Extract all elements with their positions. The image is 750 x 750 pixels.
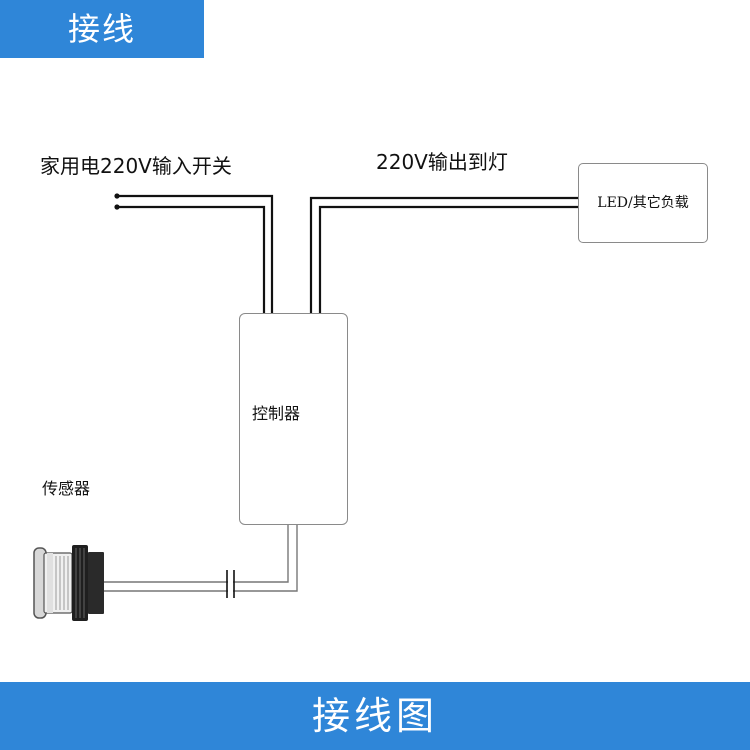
input-label: 家用电220V输入开关 (40, 154, 232, 178)
header-badge: 接线 (0, 0, 204, 58)
sensor-wires (104, 524, 298, 592)
footer-bar: 接线图 (0, 682, 750, 750)
input-wires (117, 194, 274, 318)
load-label: LED/其它负载 (597, 195, 689, 211)
input-terminal-dot (114, 204, 120, 210)
output-label: 220V输出到灯 (376, 150, 508, 174)
sensor-label: 传感器 (42, 479, 91, 498)
connector-mark (226, 570, 235, 598)
controller-box: 控制器 (239, 313, 348, 525)
controller-label: 控制器 (252, 404, 301, 423)
sensor-device-icon (33, 545, 104, 621)
header-title: 接线 (67, 10, 136, 48)
load-box: LED/其它负载 (578, 163, 708, 243)
output-wires (309, 196, 579, 318)
input-terminal-dot (114, 193, 120, 199)
footer-title: 接线图 (311, 694, 438, 738)
